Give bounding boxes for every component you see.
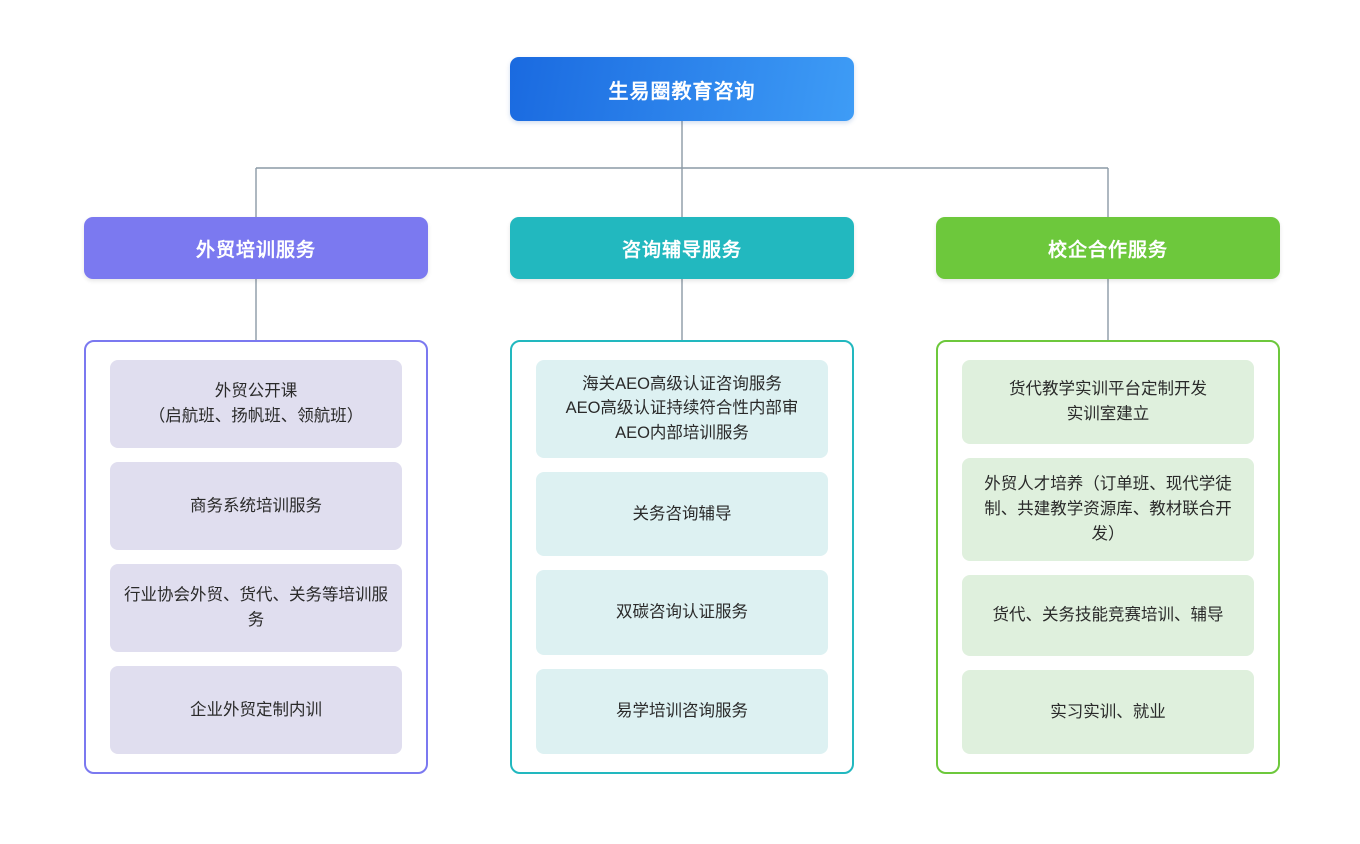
leaf-card-label: 外贸人才培养（订单班、现代学徒制、共建教学资源库、教材联合开发） <box>984 475 1232 543</box>
branch-body-1: 外贸公开课 （启航班、扬帆班、领航班） 商务系统培训服务行业协会外贸、货代、关务等… <box>84 340 428 774</box>
leaf-card-label: 行业协会外贸、货代、关务等培训服务 <box>124 586 388 629</box>
branch-header-label-3: 校企合作服务 <box>1047 239 1168 261</box>
branch-header-2[interactable]: 咨询辅导服务 <box>510 217 854 279</box>
leaf-card[interactable]: 易学培训咨询服务 <box>536 669 828 755</box>
leaf-card[interactable]: 货代教学实训平台定制开发 实训室建立 <box>962 360 1254 444</box>
leaf-card[interactable]: 双碳咨询认证服务 <box>536 570 828 656</box>
leaf-card-label: 易学培训咨询服务 <box>616 702 748 721</box>
leaf-card[interactable]: 企业外贸定制内训 <box>110 666 402 754</box>
branch-column-3: 校企合作服务 货代教学实训平台定制开发 实训室建立外贸人才培养（订单班、现代学徒… <box>936 217 1280 774</box>
branch-header-label-1: 外贸培训服务 <box>195 239 316 261</box>
root-node[interactable]: 生易圈教育咨询 <box>510 57 854 121</box>
leaf-card[interactable]: 实习实训、就业 <box>962 670 1254 754</box>
leaf-card[interactable]: 外贸公开课 （启航班、扬帆班、领航班） <box>110 360 402 448</box>
leaf-card-label: 海关AEO高级认证咨询服务 AEO高级认证持续符合性内部审 AEO内部培训服务 <box>565 374 799 443</box>
leaf-card[interactable]: 外贸人才培养（订单班、现代学徒制、共建教学资源库、教材联合开发） <box>962 458 1254 562</box>
leaf-card-label: 商务系统培训服务 <box>190 496 322 515</box>
branch-column-1: 外贸培训服务 外贸公开课 （启航班、扬帆班、领航班） 商务系统培训服务行业协会外贸… <box>84 217 428 774</box>
leaf-card[interactable]: 商务系统培训服务 <box>110 462 402 550</box>
leaf-card-label: 实习实训、就业 <box>1050 702 1166 721</box>
leaf-card[interactable]: 关务咨询辅导 <box>536 471 828 557</box>
leaf-card[interactable]: 货代、关务技能竞赛培训、辅导 <box>962 575 1254 656</box>
leaf-card-label: 货代、关务技能竞赛培训、辅导 <box>992 606 1224 625</box>
leaf-card-label: 双碳咨询认证服务 <box>616 603 748 622</box>
branch-header-1[interactable]: 外贸培训服务 <box>84 217 428 279</box>
branch-header-3[interactable]: 校企合作服务 <box>936 217 1280 279</box>
branch-body-2: 海关AEO高级认证咨询服务 AEO高级认证持续符合性内部审 AEO内部培训服务关… <box>510 340 854 774</box>
leaf-card-label: 关务咨询辅导 <box>632 504 732 523</box>
branch-header-label-2: 咨询辅导服务 <box>621 239 742 261</box>
root-node-label: 生易圈教育咨询 <box>608 80 756 103</box>
branch-column-2: 咨询辅导服务 海关AEO高级认证咨询服务 AEO高级认证持续符合性内部审 AEO… <box>510 217 854 774</box>
leaf-card[interactable]: 行业协会外贸、货代、关务等培训服务 <box>110 564 402 652</box>
leaf-card[interactable]: 海关AEO高级认证咨询服务 AEO高级认证持续符合性内部审 AEO内部培训服务 <box>536 360 828 458</box>
leaf-card-label: 企业外贸定制内训 <box>190 700 322 719</box>
leaf-card-label: 外贸公开课 （启航班、扬帆班、领航班） <box>148 382 364 425</box>
leaf-card-label: 货代教学实训平台定制开发 实训室建立 <box>1009 380 1207 423</box>
branch-body-3: 货代教学实训平台定制开发 实训室建立外贸人才培养（订单班、现代学徒制、共建教学资… <box>936 340 1280 774</box>
